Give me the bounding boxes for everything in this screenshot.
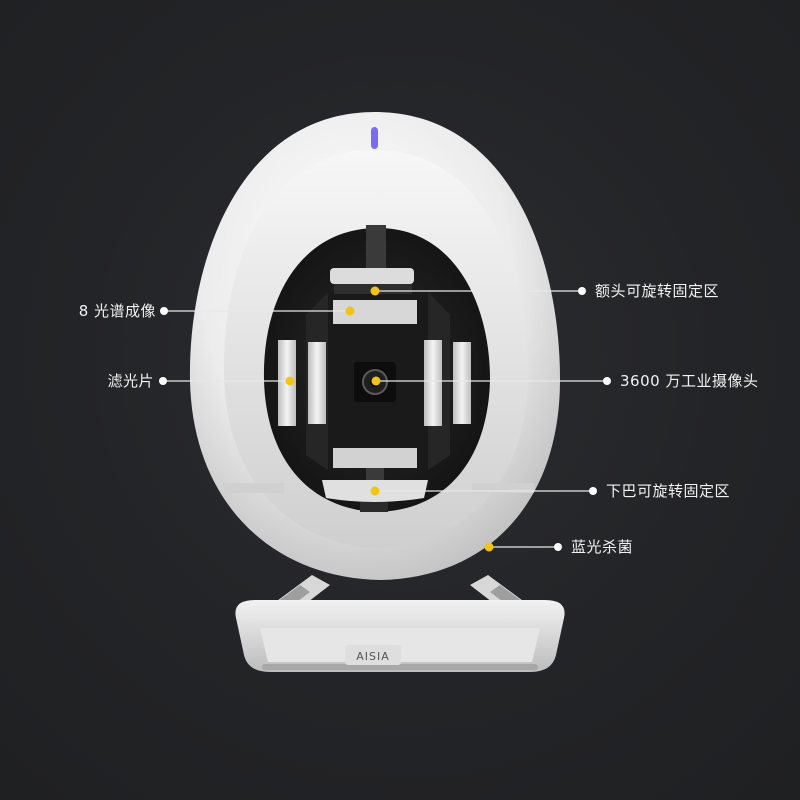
label-filter: 滤光片: [107, 372, 154, 390]
label-spectral-imaging: 8 光谱成像: [78, 302, 156, 320]
filter-panel-right-inner: [424, 340, 442, 426]
device-interior: [263, 225, 490, 512]
label-camera: 3600 万工业摄像头: [620, 372, 759, 390]
marker-filter: [285, 376, 295, 386]
status-indicator-light: [371, 127, 378, 149]
marker-spectral: [345, 306, 355, 316]
leader-end-dots: [159, 287, 611, 551]
end-dot-uv: [554, 543, 562, 551]
filter-panel-right-outer: [453, 342, 471, 424]
bottom-light-bar: [333, 448, 417, 468]
end-dot-chin: [589, 487, 597, 495]
filter-panel-left-inner: [308, 342, 326, 424]
marker-camera: [371, 376, 381, 386]
brand-logo: AISIA: [356, 650, 390, 663]
end-dot-filter: [159, 377, 167, 385]
end-dot-camera: [603, 377, 611, 385]
end-dot-forehead: [578, 287, 586, 295]
device-stand: [235, 575, 565, 672]
label-chin-rest: 下巴可旋转固定区: [606, 482, 731, 500]
marker-chin: [370, 486, 380, 496]
leader-lines: [163, 290, 607, 548]
marker-forehead: [370, 286, 380, 296]
feature-markers: [285, 286, 494, 552]
marker-uv: [484, 542, 494, 552]
forehead-rest: [330, 268, 414, 284]
brand-plate: [345, 645, 401, 665]
label-forehead-rest: 额头可旋转固定区: [595, 282, 720, 300]
end-dot-spectral: [160, 307, 168, 315]
top-light-bar: [333, 300, 417, 324]
label-uv-sterilization: 蓝光杀菌: [571, 538, 634, 556]
